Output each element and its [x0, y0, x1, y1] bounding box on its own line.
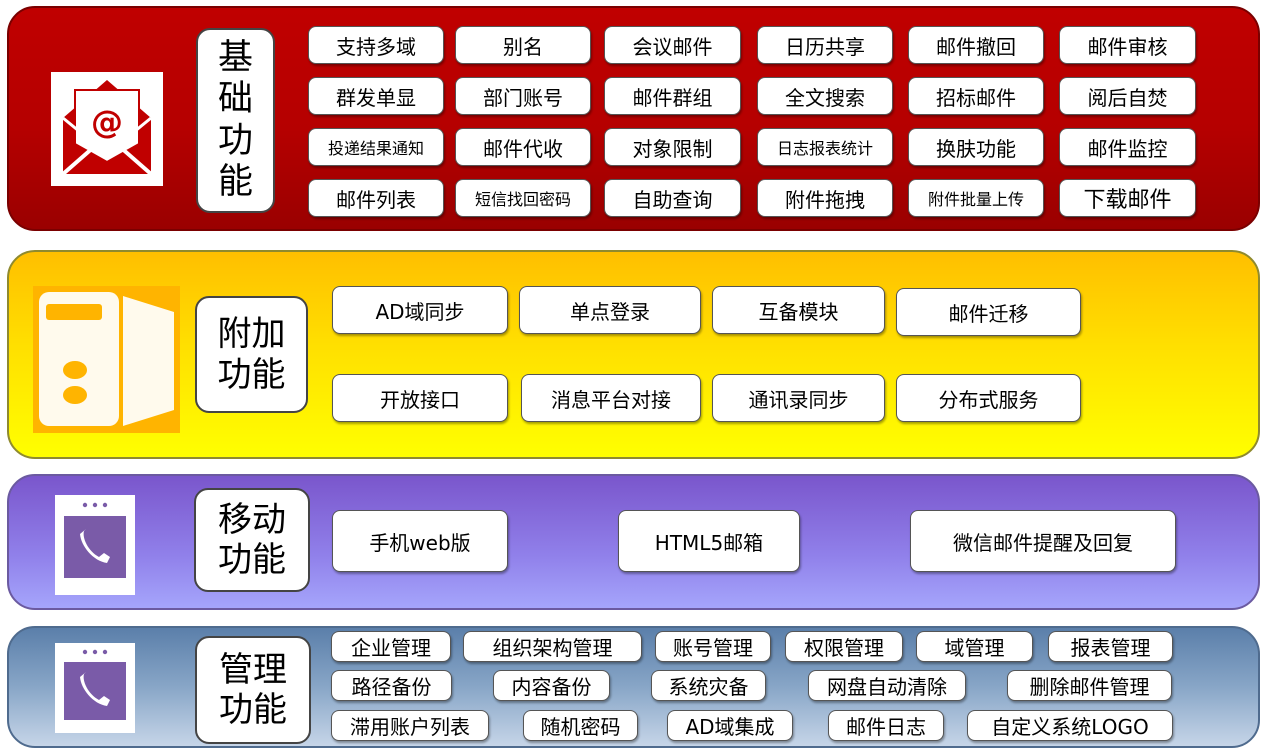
phone-tablet-icon — [55, 643, 135, 733]
feature-pill: 开放接口 — [332, 374, 508, 422]
feature-pill: 换肤功能 — [908, 128, 1044, 166]
extra-title-line1: 附加 — [217, 314, 286, 355]
feature-pill: 互备模块 — [712, 286, 885, 334]
server-tower-icon — [33, 286, 180, 433]
feature-pill: 权限管理 — [785, 631, 903, 662]
feature-pill: 自助查询 — [604, 179, 741, 217]
feature-pill: 删除邮件管理 — [1007, 670, 1172, 701]
feature-pill: 网盘自动清除 — [808, 670, 966, 701]
feature-pill: 滞用账户列表 — [331, 710, 489, 741]
mobile-title-line2: 功能 — [218, 540, 286, 580]
feature-pill: 账号管理 — [655, 631, 771, 662]
basic-features-title: 基础功能 — [196, 28, 275, 213]
feature-pill: 内容备份 — [493, 670, 610, 701]
feature-pill: 邮件列表 — [308, 179, 444, 217]
admin-features-title: 管理 功能 — [195, 636, 311, 744]
feature-pill: 随机密码 — [523, 710, 638, 741]
feature-pill: 群发单显 — [308, 77, 444, 115]
feature-pill: 邮件代收 — [455, 128, 591, 166]
feature-pill: 手机web版 — [332, 510, 508, 572]
feature-pill: 附件拖拽 — [757, 179, 893, 217]
feature-pill: 全文搜索 — [757, 77, 893, 115]
feature-pill: HTML5邮箱 — [618, 510, 800, 572]
feature-pill: 邮件日志 — [828, 710, 944, 741]
admin-title-line2: 功能 — [219, 690, 287, 730]
feature-pill: 日志报表统计 — [757, 128, 893, 166]
feature-pill: 自定义系统LOGO — [967, 710, 1173, 741]
feature-pill: 支持多域 — [308, 26, 444, 64]
extra-title-line2: 功能 — [217, 354, 286, 395]
feature-pill: 对象限制 — [604, 128, 741, 166]
feature-pill: AD域同步 — [332, 286, 508, 334]
feature-pill: 域管理 — [916, 631, 1033, 662]
mobile-title-line1: 移动 — [218, 499, 286, 540]
email-envelope-icon: @ — [51, 72, 163, 186]
feature-pill: 短信找回密码 — [455, 179, 591, 217]
feature-pill: 邮件群组 — [604, 77, 741, 115]
phone-tablet-icon — [55, 495, 135, 595]
feature-pill: 日历共享 — [757, 26, 893, 64]
feature-pill: 邮件撤回 — [908, 26, 1044, 64]
admin-title-line1: 管理 — [219, 649, 287, 690]
feature-pill: 下载邮件 — [1059, 179, 1196, 217]
feature-pill: 报表管理 — [1048, 631, 1173, 662]
feature-pill: 组织架构管理 — [463, 631, 642, 662]
feature-pill: 企业管理 — [331, 631, 451, 662]
feature-pill: 部门账号 — [455, 77, 591, 115]
feature-pill: 附件批量上传 — [908, 179, 1044, 217]
feature-pill: 会议邮件 — [604, 26, 741, 64]
feature-pill: 邮件监控 — [1059, 128, 1196, 166]
feature-pill: 通讯录同步 — [712, 374, 885, 422]
mobile-features-title: 移动 功能 — [194, 488, 310, 592]
feature-pill: 邮件迁移 — [896, 288, 1081, 336]
feature-pill: 系统灾备 — [651, 670, 766, 701]
feature-pill: 分布式服务 — [896, 374, 1081, 422]
feature-pill: AD域集成 — [667, 710, 793, 741]
feature-pill: 微信邮件提醒及回复 — [910, 510, 1176, 572]
feature-pill: 别名 — [455, 26, 591, 64]
feature-pill: 招标邮件 — [908, 77, 1044, 115]
svg-text:@: @ — [91, 103, 123, 141]
feature-pill: 路径备份 — [331, 670, 452, 701]
extra-features-title: 附加 功能 — [195, 296, 308, 413]
feature-pill: 阅后自焚 — [1059, 77, 1196, 115]
feature-pill: 消息平台对接 — [521, 374, 701, 422]
feature-pill: 邮件审核 — [1059, 26, 1196, 64]
feature-pill: 单点登录 — [519, 286, 701, 334]
feature-pill: 投递结果通知 — [308, 128, 444, 166]
